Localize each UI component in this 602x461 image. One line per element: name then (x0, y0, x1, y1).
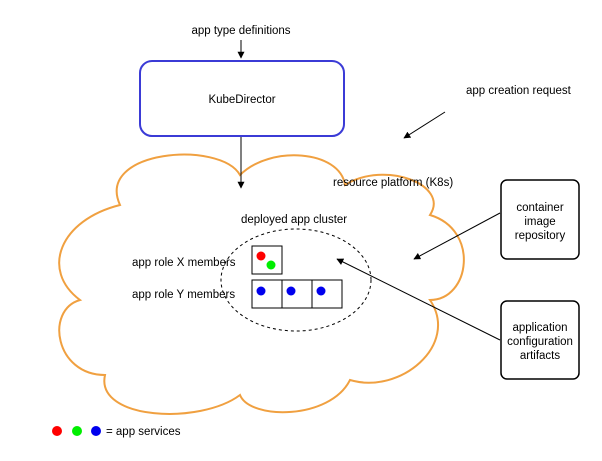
config-artifacts-label-line3: artifacts (520, 350, 561, 362)
container-image-repository-label-line1: container (516, 202, 563, 214)
app-role-x-label: app role X members (132, 257, 236, 269)
application-configuration-artifacts-box (500, 300, 580, 380)
role-y-service-blue (256, 286, 266, 296)
role-y-service-blue (286, 286, 296, 296)
config-artifacts-label-line1: application (513, 322, 568, 334)
app-creation-request-arrow (403, 111, 446, 139)
kubedirector-box (139, 60, 345, 137)
role-x-service-green (266, 260, 276, 270)
role-x-member-box (251, 245, 283, 275)
container-image-repository-box (500, 179, 580, 260)
config-artifacts-arrow (336, 258, 501, 341)
role-y-member-box (251, 279, 283, 309)
deployed-app-cluster-ellipse (220, 228, 372, 332)
legend-service-red (52, 426, 62, 436)
role-x-service-red (256, 251, 266, 261)
config-artifacts-label-line2: configuration (507, 336, 573, 348)
legend-service-green (72, 426, 82, 436)
container-image-repository-label-line3: repository (515, 230, 566, 242)
role-y-member-box (281, 279, 313, 309)
role-y-service-blue (316, 286, 326, 296)
legend-service-blue (91, 426, 101, 436)
deployed-app-cluster-label: deployed app cluster (241, 214, 347, 226)
repository-arrow (413, 212, 501, 260)
legend-label: = app services (106, 426, 181, 438)
container-image-repository-label-line2: image (524, 216, 555, 228)
app-role-y-label: app role Y members (132, 289, 235, 301)
kubedirector-label: KubeDirector (208, 94, 275, 106)
resource-platform-label: resource platform (K8s) (333, 177, 453, 189)
role-y-member-box (311, 279, 343, 309)
app-type-definitions-label: app type definitions (191, 25, 290, 37)
app-creation-request-label: app creation request (466, 85, 572, 97)
